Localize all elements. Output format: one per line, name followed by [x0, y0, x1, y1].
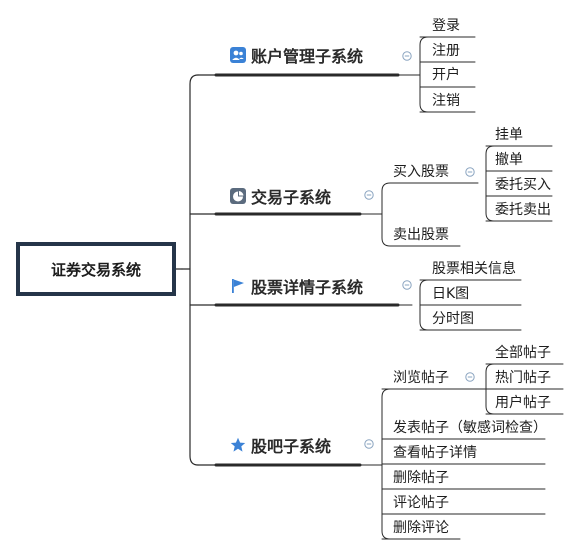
leaf-register[interactable]: 注册	[432, 43, 460, 59]
tree-spine	[419, 36, 429, 113]
branch-trading[interactable]: 交易子系统	[230, 184, 331, 208]
leaf-cancel-order[interactable]: 撤单	[495, 152, 523, 168]
leaf-user-posts[interactable]: 用户帖子	[495, 395, 551, 411]
node-sell-stock[interactable]: 卖出股票	[393, 227, 449, 243]
people-icon	[230, 47, 246, 63]
branch-account[interactable]: 账户管理子系统	[230, 43, 363, 67]
leaf-delete-comment[interactable]: 删除评论	[393, 520, 449, 536]
flag-icon	[230, 278, 246, 294]
branch-stock-detail[interactable]: 股票详情子系统	[230, 274, 363, 298]
leaf-open-account[interactable]: 开户	[432, 67, 460, 83]
branch-label: 交易子系统	[251, 188, 332, 207]
branch-label: 股票详情子系统	[251, 278, 364, 297]
branch-forum[interactable]: 股吧子系统	[230, 433, 331, 457]
pie-chart-icon	[230, 188, 246, 204]
root-label: 证券交易系统	[50, 260, 141, 279]
leaf-daily-k-chart[interactable]: 日K图	[432, 286, 470, 302]
leaf-all-posts[interactable]: 全部帖子	[495, 345, 551, 361]
node-browse-posts[interactable]: 浏览帖子	[393, 370, 449, 386]
connector	[381, 182, 391, 247]
leaf-entrust-sell[interactable]: 委托卖出	[495, 202, 551, 218]
leaf-place-order[interactable]: 挂单	[495, 127, 523, 143]
branch-label: 股吧子系统	[251, 437, 332, 456]
branch-label: 账户管理子系统	[251, 47, 364, 66]
root-spine	[189, 74, 199, 466]
leaf-login[interactable]: 登录	[432, 18, 460, 34]
leaf-entrust-buy[interactable]: 委托买入	[495, 177, 551, 193]
leaf-intraday-chart[interactable]: 分时图	[432, 311, 474, 327]
node-buy-stock[interactable]: 买入股票	[393, 164, 449, 180]
leaf-hot-posts[interactable]: 热门帖子	[495, 370, 551, 386]
root-node[interactable]: 证券交易系统	[16, 242, 176, 296]
leaf-delete-post[interactable]: 删除帖子	[393, 470, 449, 486]
leaf-stock-info[interactable]: 股票相关信息	[432, 261, 516, 277]
leaf-publish-post[interactable]: 发表帖子（敏感词检查）	[393, 420, 547, 436]
leaf-view-post-detail[interactable]: 查看帖子详情	[393, 445, 477, 461]
tree-spine	[485, 145, 495, 222]
leaf-close-account[interactable]: 注销	[432, 93, 460, 109]
star-icon	[230, 437, 246, 453]
leaf-comment-post[interactable]: 评论帖子	[393, 495, 449, 511]
